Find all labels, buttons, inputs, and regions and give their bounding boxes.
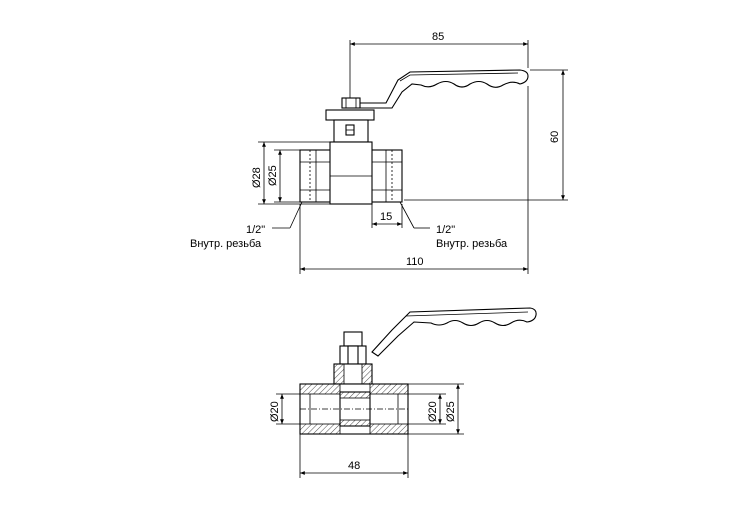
dim-outer-dia-label: Ø28 [251,167,263,188]
section-right-outer-label: Ø25 [445,401,457,422]
dim-handle-length: 85 [349,31,529,98]
valve-body [299,141,403,205]
dim-total-length: 110 [299,86,529,274]
section-right-bore-label: Ø20 [427,401,439,422]
dim-inner-dia-label: Ø25 [267,165,279,186]
dim-height-label: 60 [549,131,561,143]
top-view: 85 60 Ø28 Ø25 15 [190,31,568,274]
left-thread-note: 1/2" Внутр. резьба [190,201,303,250]
dim-thread-depth: 15 [371,204,403,228]
section-dim-left-bore: Ø20 [269,393,300,425]
stem-nut [325,97,375,143]
right-thread-type: Внутр. резьба [436,238,508,250]
section-stem [333,331,373,385]
section-body [299,383,409,435]
handle-lever [347,69,529,109]
dim-handle-length-label: 85 [432,31,444,43]
dim-total-length-label: 110 [406,256,424,268]
dim-thread-depth-label: 15 [380,211,392,223]
left-thread-size: 1/2" [246,224,265,236]
right-thread-size: 1/2" [436,224,455,236]
right-thread-note: 1/2" Внутр. резьба [399,201,508,250]
section-handle-lever [371,307,537,357]
section-body-length-label: 48 [348,460,360,472]
dim-height: 60 [404,69,568,201]
dim-diameters: Ø28 Ø25 [251,141,334,205]
section-dim-body-length: 48 [299,434,409,478]
section-dim-right-bore: Ø20 [408,393,446,425]
section-left-bore-label: Ø20 [269,401,281,422]
left-thread-type: Внутр. резьба [190,238,262,250]
section-view: Ø20 Ø20 Ø25 48 [269,307,537,478]
section-dim-right-outer: Ø25 [408,383,464,435]
